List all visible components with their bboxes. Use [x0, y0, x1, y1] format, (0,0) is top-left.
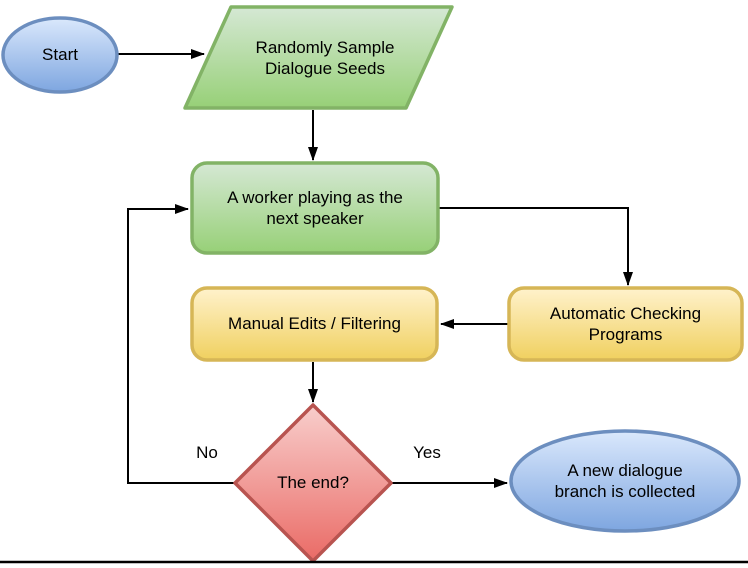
manual-edits-node [190, 286, 439, 362]
worker-node [190, 161, 440, 255]
start-node [1, 16, 119, 94]
edge-decision-no-to-worker [127, 204, 235, 484]
edge-worker-to-autocheck [438, 207, 633, 286]
decision-node [233, 403, 393, 563]
sample-seeds-node [183, 5, 454, 110]
auto-check-node [507, 286, 744, 362]
collected-node [509, 429, 741, 533]
